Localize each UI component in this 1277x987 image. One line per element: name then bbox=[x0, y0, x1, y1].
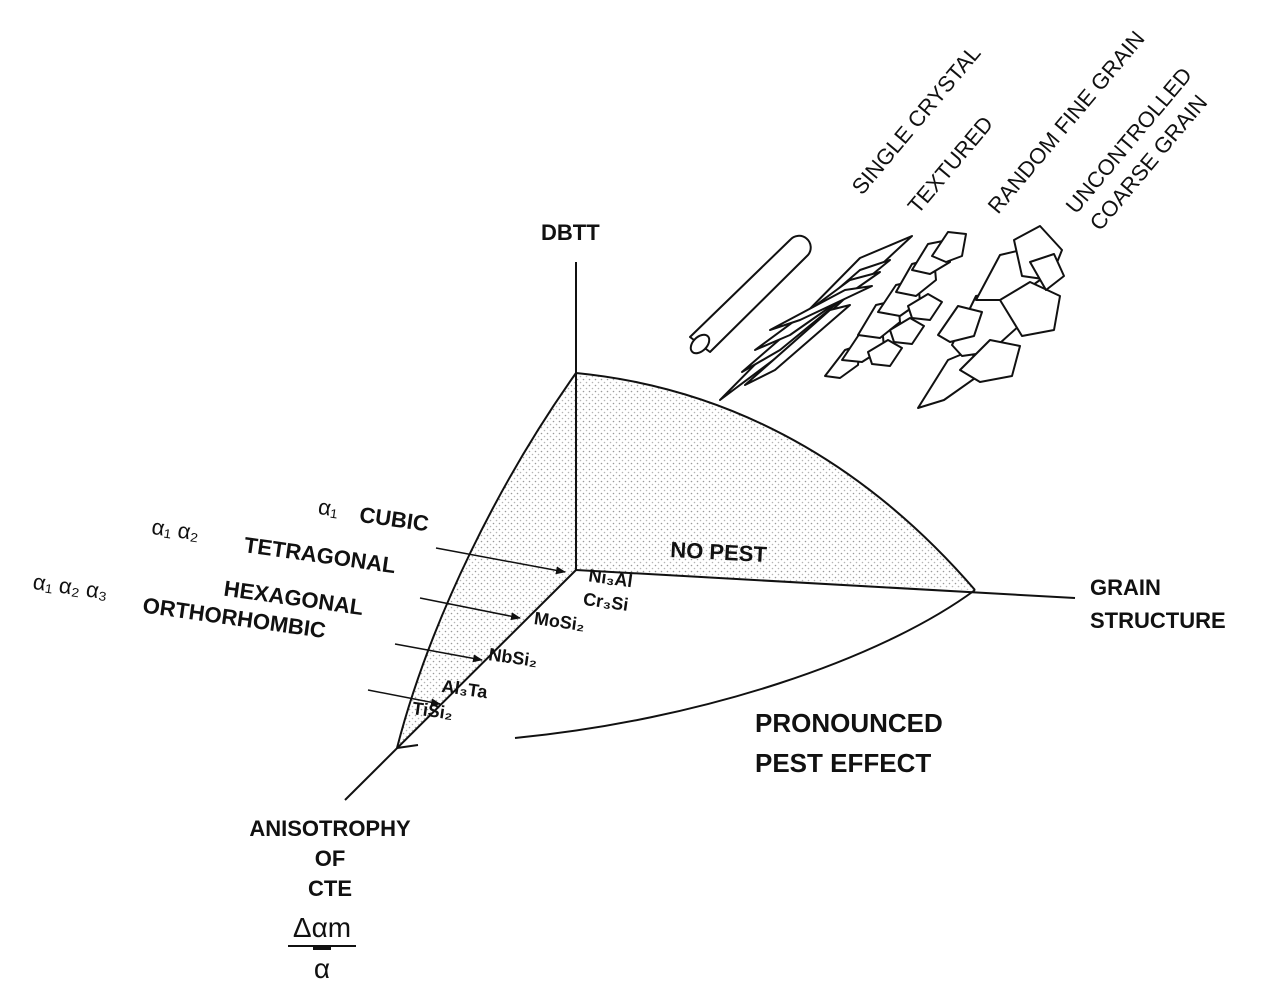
random-fine-grain-cluster bbox=[824, 231, 967, 379]
hexagonal-arrow bbox=[394, 643, 483, 663]
textured-grains bbox=[719, 235, 913, 401]
structure-label: STRUCTURE bbox=[1090, 608, 1226, 633]
shaded-region bbox=[576, 373, 975, 590]
single-crystal-label: SINGLE CRYSTAL bbox=[847, 40, 986, 199]
tetragonal-label: TETRAGONAL bbox=[243, 532, 398, 578]
top-curve bbox=[575, 372, 976, 591]
orthorhombic-arrow bbox=[367, 689, 441, 707]
tetragonal-arrow bbox=[419, 597, 521, 621]
dbtt-label: DBTT bbox=[541, 220, 600, 245]
pest-effect-label: PEST EFFECT bbox=[755, 748, 931, 778]
bottom-curve bbox=[514, 589, 976, 739]
fraction-bar-mark bbox=[313, 946, 331, 950]
bottom-base bbox=[396, 744, 419, 749]
left-curve bbox=[396, 372, 577, 749]
pronounced-label: PRONOUNCED bbox=[755, 708, 943, 738]
cubic-alpha: α₁ bbox=[317, 494, 340, 522]
cte-label: CTE bbox=[308, 876, 352, 901]
single-crystal-rod bbox=[689, 234, 812, 355]
cubic-arrow bbox=[435, 547, 566, 575]
anisotropy-label: ANISOTROPHY bbox=[249, 816, 411, 841]
of-label: OF bbox=[315, 846, 346, 871]
mosi2-label: MoSi₂ bbox=[533, 608, 586, 635]
fraction-numerator: Δαm bbox=[293, 912, 351, 943]
grain-label: GRAIN bbox=[1090, 575, 1161, 600]
cr3si-label: Cr₃Si bbox=[582, 589, 630, 615]
no-pest-label: NO PEST bbox=[670, 537, 768, 567]
grain-structure-axis bbox=[575, 569, 1076, 599]
cubic-label: CUBIC bbox=[358, 502, 431, 536]
tetragonal-alpha: α₁ α₂ bbox=[150, 514, 201, 545]
orthorhombic-alpha: α₁ α₂ α₃ bbox=[31, 569, 109, 604]
nbsi2-label: NbSi₂ bbox=[487, 644, 538, 671]
coarse-grain-cluster bbox=[917, 225, 1065, 409]
fraction-denominator: α bbox=[314, 953, 330, 984]
anisotropy-axis bbox=[344, 569, 577, 801]
shaded-region-left bbox=[397, 373, 576, 748]
